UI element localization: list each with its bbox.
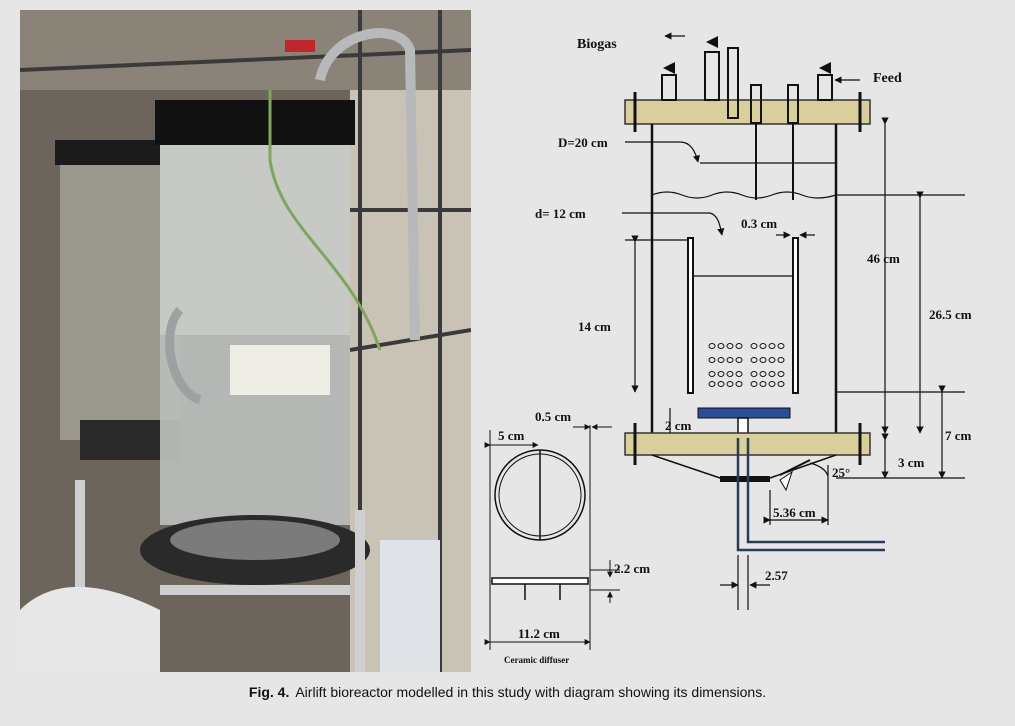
feed-label: Feed — [873, 71, 902, 86]
pipe-width-label: 2.57 — [765, 568, 788, 583]
ceramic-diffuser-label: Ceramic diffuser — [504, 655, 569, 665]
outer-diameter-label: D=20 cm — [558, 135, 608, 150]
bottom-height-label: 7 cm — [945, 428, 972, 443]
diffuser-wall-label: 0.5 cm — [535, 409, 571, 424]
outlet-width-label: 5.36 cm — [773, 505, 816, 520]
diffuser-diameter-label: 11.2 cm — [518, 626, 560, 641]
biogas-label: Biogas — [577, 37, 617, 52]
height-total-label: 46 cm — [867, 251, 900, 266]
figure-number: Fig. 4. — [248, 684, 290, 700]
bioreactor-diagram: Biogas Feed D=20 cm d= 12 cm 0.3 cm 46 c… — [480, 20, 1000, 675]
diffuser-height-label: 2.2 cm — [614, 561, 650, 576]
diffuser-top-label: 5 cm — [498, 428, 525, 443]
gap-label: 0.3 cm — [741, 216, 777, 231]
base-height-label: 3 cm — [898, 455, 925, 470]
diffuser-plate — [697, 407, 791, 419]
draft-tube-height-label: 14 cm — [578, 319, 611, 334]
top-flange — [624, 99, 871, 125]
inner-diameter-label: d= 12 cm — [535, 206, 586, 221]
bioreactor-photo — [20, 10, 471, 672]
height-liquid-label: 26.5 cm — [929, 307, 972, 322]
caption-text: Airlift bioreactor modelled in this stud… — [295, 684, 767, 700]
bottom-clearance-label: 2 cm — [665, 418, 692, 433]
angle-label: 25° — [832, 465, 850, 480]
figure-caption: Fig. 4. Airlift bioreactor modelled in th… — [0, 684, 1015, 700]
